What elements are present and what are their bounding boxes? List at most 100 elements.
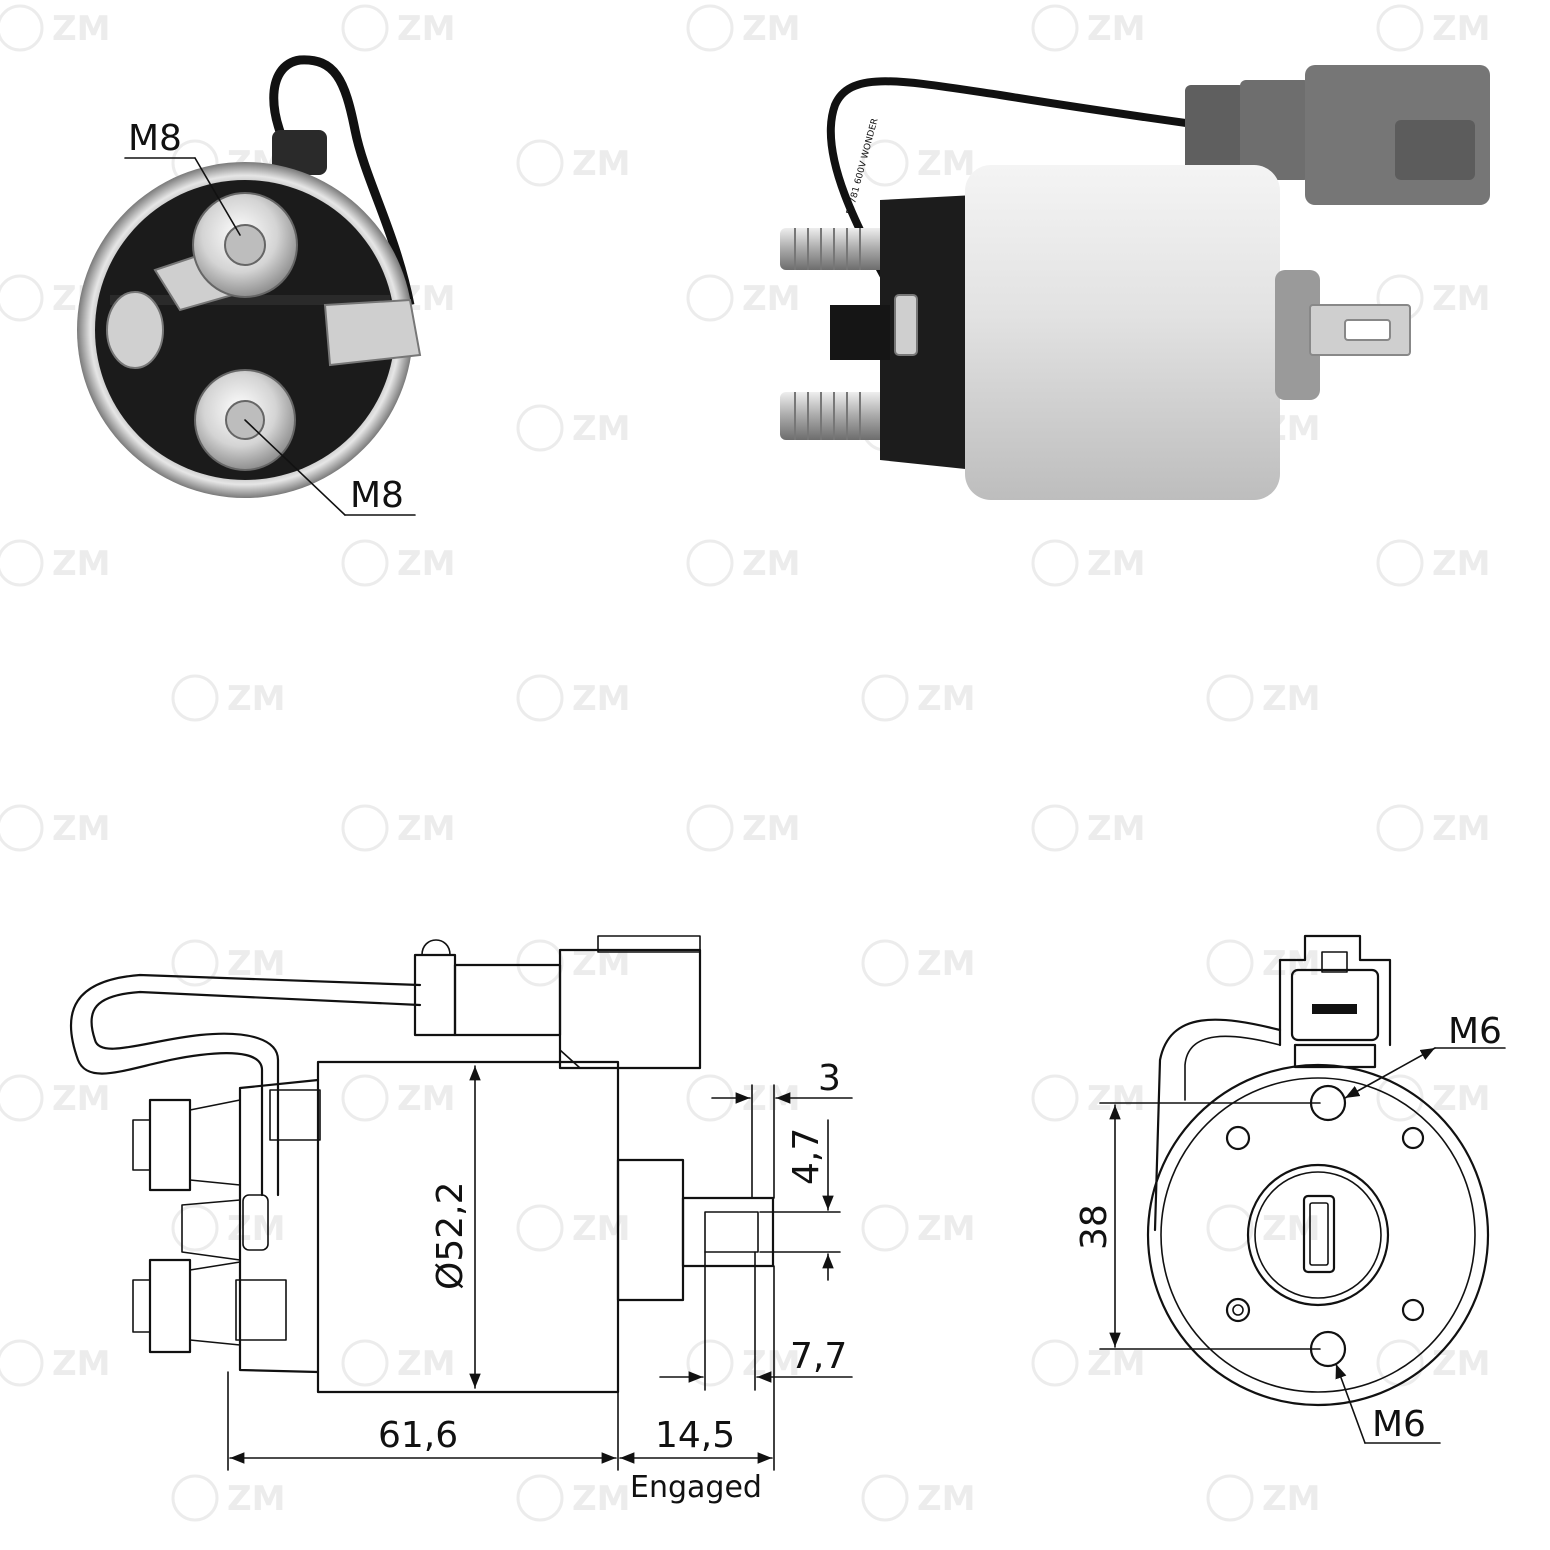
- solder-joint: [106, 291, 164, 369]
- watermark-text: ZM: [397, 1079, 456, 1119]
- watermark-mark: ZM: [686, 804, 801, 852]
- dim-plunger-travel: 14,5: [655, 1415, 735, 1456]
- watermark-text: ZM: [742, 9, 801, 49]
- watermark-text: ZM: [572, 1479, 631, 1519]
- watermark-mark: ZM: [686, 539, 801, 587]
- end-upper-thread-label: M6: [1448, 1011, 1502, 1052]
- connector-latch: [1185, 85, 1245, 180]
- watermark-mark: ZM: [1031, 539, 1146, 587]
- watermark-mark: ZM: [861, 939, 976, 987]
- dim-body-length: 61,6: [378, 1415, 458, 1456]
- front-lower-thread-label: M8: [350, 475, 404, 516]
- plunger-collar: [1275, 270, 1320, 400]
- watermark-mark: ZM: [1206, 939, 1321, 987]
- watermark-mark: ZM: [1376, 539, 1491, 587]
- watermark-mark: ZM: [686, 4, 801, 52]
- dim-tab-height: 4,7: [786, 1128, 827, 1185]
- watermark-text: ZM: [1087, 1344, 1146, 1384]
- watermark-mark: ZM: [0, 1074, 111, 1122]
- watermark-text: ZM: [917, 1479, 976, 1519]
- drawing-lower-stud: [132, 1258, 287, 1354]
- dim-tab-length: 7,7: [790, 1336, 847, 1377]
- watermark-mark: ZM: [516, 939, 631, 987]
- watermark-text: ZM: [227, 1479, 286, 1519]
- watermark-mark: ZM: [516, 674, 631, 722]
- drawing-wire: [69, 973, 422, 1197]
- wire-print: E7781 600V WONDER: [845, 117, 880, 215]
- end-lower-thread-label: M6: [1372, 1404, 1426, 1445]
- wire-lug: [323, 298, 422, 367]
- watermark-text: ZM: [397, 9, 456, 49]
- watermark-mark: ZM: [861, 674, 976, 722]
- watermark-mark: ZM: [686, 274, 801, 322]
- watermark-text: ZM: [572, 144, 631, 184]
- watermark-mark: ZM: [341, 539, 456, 587]
- watermark-text: ZM: [1262, 1209, 1321, 1249]
- watermark-text: ZM: [397, 544, 456, 584]
- watermark-text: ZM: [1432, 1079, 1491, 1119]
- side-wire-lug: [894, 294, 918, 356]
- watermark-text: ZM: [1432, 279, 1491, 319]
- watermark-mark: ZM: [516, 1474, 631, 1522]
- watermark-mark: ZM: [1376, 1339, 1491, 1387]
- dim-diameter: Ø52,2: [430, 1182, 471, 1291]
- watermark-text: ZM: [52, 9, 111, 49]
- watermark-mark: ZM: [171, 939, 286, 987]
- watermark-text: ZM: [917, 679, 976, 719]
- end-view-outer: [1146, 1063, 1490, 1407]
- watermark-mark: ZM: [1376, 804, 1491, 852]
- watermark-mark: ZM: [0, 4, 111, 52]
- watermark-mark: ZM: [0, 539, 111, 587]
- solenoid-body: [965, 165, 1280, 500]
- watermark-text: ZM: [742, 544, 801, 584]
- watermark-text: ZM: [917, 144, 976, 184]
- engaged-label: Engaged: [630, 1470, 762, 1505]
- watermark-mark: ZM: [861, 1204, 976, 1252]
- watermark-mark: ZM: [861, 139, 976, 187]
- watermark-text: ZM: [1262, 1479, 1321, 1519]
- watermark-text: ZM: [1087, 544, 1146, 584]
- black-cap: [95, 180, 395, 480]
- watermark-text: ZM: [227, 1209, 286, 1249]
- watermark-text: ZM: [1087, 1079, 1146, 1119]
- watermark-mark: ZM: [171, 1474, 286, 1522]
- watermark-mark: ZM: [1031, 1074, 1146, 1122]
- watermark-mark: ZM: [1376, 4, 1491, 52]
- wire-grommet: [272, 130, 327, 175]
- connector-neck: [1240, 80, 1310, 180]
- dim-hole-spacing: 38: [1074, 1204, 1115, 1250]
- watermark-text: ZM: [227, 679, 286, 719]
- watermark-text: ZM: [742, 809, 801, 849]
- watermark-text: ZM: [397, 1344, 456, 1384]
- photo-front-view: M8 M8: [77, 55, 422, 516]
- watermark-mark: ZM: [341, 804, 456, 852]
- watermark-text: ZM: [52, 1079, 111, 1119]
- watermark-text: ZM: [227, 944, 286, 984]
- watermark-text: ZM: [52, 1344, 111, 1384]
- watermark-mark: ZM: [0, 1339, 111, 1387]
- watermark-text: ZM: [742, 279, 801, 319]
- watermark-text: ZM: [1432, 9, 1491, 49]
- pigtail-wire: [826, 77, 1201, 317]
- watermark-mark: ZM: [341, 1074, 456, 1122]
- drawing-end-view: 38 M6 M6: [1074, 934, 1506, 1445]
- watermark-mark: ZM: [341, 1339, 456, 1387]
- photo-side-view: E7781 600V WONDER: [780, 65, 1490, 500]
- watermark-text: ZM: [1087, 809, 1146, 849]
- watermark-text: ZM: [1087, 9, 1146, 49]
- watermark-mark: ZM: [1031, 1339, 1146, 1387]
- watermark-mark: ZM: [516, 139, 631, 187]
- drawing-upper-stud: [132, 1098, 241, 1192]
- drawing-connector: [558, 948, 702, 1070]
- watermark-mark: ZM: [341, 4, 456, 52]
- dim-tip-gap: 3: [818, 1058, 841, 1099]
- watermark-text: ZM: [917, 944, 976, 984]
- watermark-text: ZM: [572, 679, 631, 719]
- drawing-plunger: [681, 1196, 775, 1268]
- watermark-text: ZM: [52, 809, 111, 849]
- watermark-text: ZM: [572, 1209, 631, 1249]
- watermark-mark: ZM: [1376, 274, 1491, 322]
- side-black-cap: [880, 195, 975, 470]
- watermark-mark: ZM: [1206, 1474, 1321, 1522]
